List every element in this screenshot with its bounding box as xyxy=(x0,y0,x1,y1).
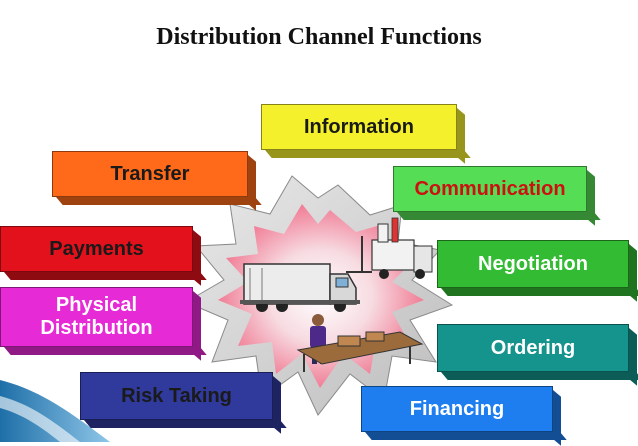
function-label: Risk Taking xyxy=(121,384,232,407)
function-label: Physical Distribution xyxy=(40,294,153,339)
function-label: Ordering xyxy=(490,336,576,359)
conveyor-icon xyxy=(296,331,424,372)
function-box-ordering: Ordering xyxy=(437,324,629,372)
function-label: Information xyxy=(304,115,414,138)
function-box-physical-distribution: Physical Distribution xyxy=(0,287,193,347)
function-box-transfer: Transfer xyxy=(52,151,248,197)
function-box-financing: Financing xyxy=(361,386,553,432)
function-label: Financing xyxy=(409,397,505,420)
page-title: Distribution Channel Functions xyxy=(156,24,482,50)
decorative-wave xyxy=(0,380,110,442)
truck-icon xyxy=(240,263,360,312)
function-box-information: Information xyxy=(261,104,457,150)
function-box-communication: Communication xyxy=(393,166,587,212)
function-box-negotiation: Negotiation xyxy=(437,240,629,288)
function-box-risk-taking: Risk Taking xyxy=(80,372,273,420)
function-label: Negotiation xyxy=(478,252,588,275)
function-label: Payments xyxy=(49,237,144,260)
function-box-payments: Payments xyxy=(0,226,193,272)
forklift-icon xyxy=(346,217,433,279)
function-label: Transfer xyxy=(110,162,190,185)
function-label: Communication xyxy=(414,177,566,200)
